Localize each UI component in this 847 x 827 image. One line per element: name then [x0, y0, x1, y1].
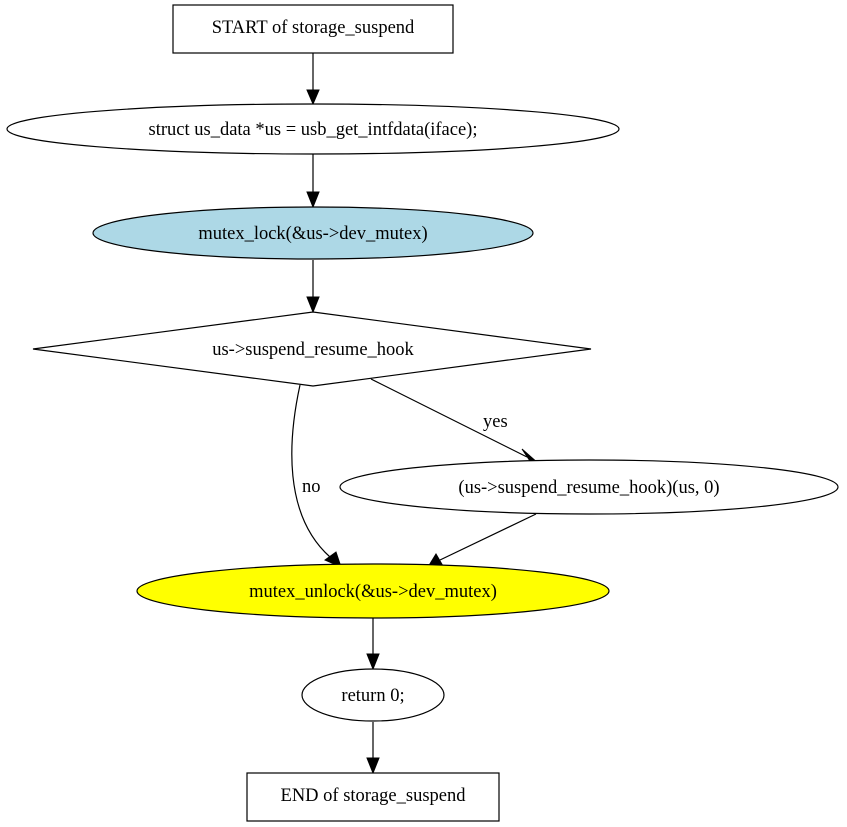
node-get-data-label: struct us_data *us = usb_get_intfdata(if… — [149, 120, 478, 140]
node-unlock-label: mutex_unlock(&us->dev_mutex) — [249, 582, 497, 602]
edge-call-hook-to-unlock — [427, 513, 537, 568]
edge-unlock-to-ret — [366, 618, 380, 671]
node-end-label: END of storage_suspend — [281, 786, 467, 806]
node-end[interactable]: END of storage_suspend — [246, 772, 500, 822]
node-ret[interactable]: return 0; — [301, 668, 445, 722]
node-lock[interactable]: mutex_lock(&us->dev_mutex) — [92, 206, 534, 260]
node-ret-label: return 0; — [341, 686, 404, 706]
edge-lock-to-cond — [306, 260, 320, 314]
edge-cond-to-call-hook: yes — [370, 378, 540, 465]
node-start-label: START of storage_suspend — [212, 18, 415, 38]
edge-label-no: no — [302, 477, 321, 497]
edges: yes no — [291, 53, 540, 775]
edge-start-to-get-data — [306, 53, 320, 106]
node-call-hook[interactable]: (us->suspend_resume_hook)(us, 0) — [339, 459, 839, 515]
node-cond[interactable]: us->suspend_resume_hook — [32, 311, 592, 387]
node-cond-label: us->suspend_resume_hook — [212, 340, 414, 360]
edge-ret-to-end — [366, 722, 380, 775]
node-call-hook-label: (us->suspend_resume_hook)(us, 0) — [458, 478, 719, 498]
node-start[interactable]: START of storage_suspend — [172, 4, 454, 54]
edge-get-data-to-lock — [306, 153, 320, 209]
node-unlock[interactable]: mutex_unlock(&us->dev_mutex) — [136, 563, 610, 619]
edge-cond-to-unlock: no — [291, 384, 342, 568]
node-lock-label: mutex_lock(&us->dev_mutex) — [198, 224, 427, 244]
node-get-data[interactable]: struct us_data *us = usb_get_intfdata(if… — [6, 103, 620, 155]
edge-label-yes: yes — [483, 412, 508, 432]
